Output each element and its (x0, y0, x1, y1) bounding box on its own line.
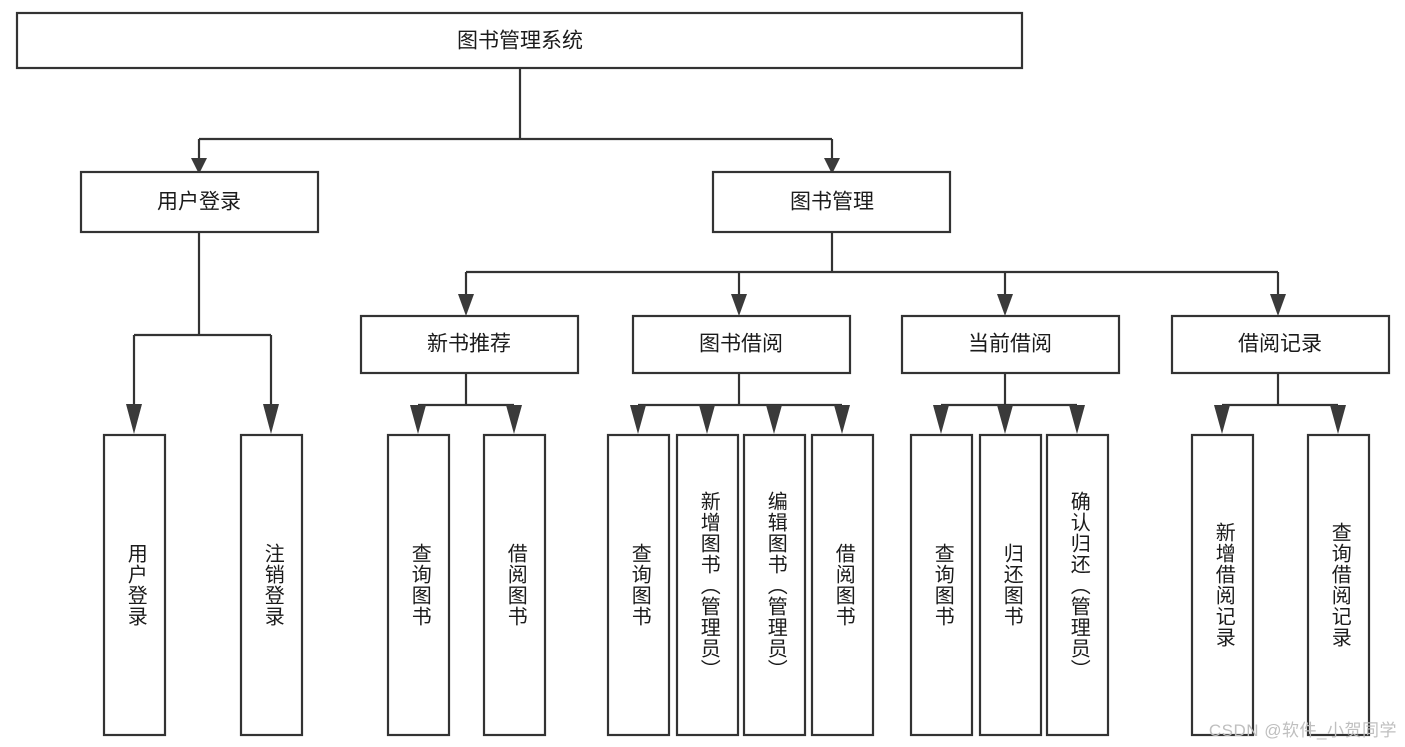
node-leaf-query-record-box[interactable] (1306, 433, 1371, 737)
node-leaf-add-record-box[interactable] (1190, 433, 1255, 737)
arrowhead-book-manage (824, 158, 840, 174)
arrowhead-leaf-add-record (1214, 405, 1230, 434)
node-book-borrow-box[interactable] (631, 314, 852, 375)
node-current-borrow-label: 当前借阅 (968, 333, 1052, 356)
node-book-manage-box[interactable] (711, 170, 952, 234)
node-leaf-add-book-box[interactable] (675, 433, 740, 737)
arrowhead-current-borrow (997, 294, 1013, 316)
node-user-login-box[interactable] (79, 170, 320, 234)
node-new-book-rec-box[interactable] (359, 314, 580, 375)
node-borrow-record-box[interactable] (1170, 314, 1391, 375)
node-new-book-rec-label: 新书推荐 (427, 333, 511, 356)
node-borrow-record[interactable]: 借阅记录 (1170, 314, 1391, 375)
node-root[interactable]: 图书管理系统 (15, 11, 1024, 70)
arrowhead-book-borrow (731, 294, 747, 316)
node-user-login[interactable]: 用户登录 (79, 170, 320, 234)
arrowhead-leaf-return-book (997, 405, 1013, 434)
arrowhead-new-book-rec (458, 294, 474, 316)
arrowhead-leaf-borrow-book-2 (834, 405, 850, 434)
arrowhead-leaf-confirm-return (1069, 405, 1085, 434)
node-leaf-return-book-box[interactable] (978, 433, 1043, 737)
arrowhead-leaf-query-record (1330, 405, 1346, 434)
node-borrow-record-label: 借阅记录 (1238, 333, 1322, 356)
arrowhead-leaf-query-book-2 (630, 405, 646, 434)
node-leaf-query-book-1-box[interactable] (386, 433, 451, 737)
watermark: CSDN @软件_小贺同学 (1208, 721, 1397, 740)
arrowhead-leaf-user-logout (263, 404, 279, 434)
node-current-borrow[interactable]: 当前借阅 (900, 314, 1121, 375)
node-book-manage[interactable]: 图书管理 (711, 170, 952, 234)
connectors (126, 68, 1346, 434)
node-root-box[interactable] (15, 11, 1024, 70)
node-book-borrow[interactable]: 图书借阅 (631, 314, 852, 375)
node-user-login-label: 用户登录 (157, 191, 241, 214)
arrowhead-leaf-borrow-book-1 (506, 405, 522, 434)
node-current-borrow-box[interactable] (900, 314, 1121, 375)
arrowhead-user-login (191, 158, 207, 174)
node-leaf-edit-book-box[interactable] (742, 433, 807, 737)
node-leaf-query-book-3-box[interactable] (909, 433, 974, 737)
arrowhead-leaf-edit-book (766, 405, 782, 434)
node-root-label: 图书管理系统 (457, 30, 583, 53)
arrowhead-leaf-query-book-1 (410, 405, 426, 434)
node-book-borrow-label: 图书借阅 (699, 333, 783, 356)
arrowhead-leaf-query-book-3 (933, 405, 949, 434)
node-new-book-rec[interactable]: 新书推荐 (359, 314, 580, 375)
arrowhead-leaf-add-book (699, 405, 715, 434)
arrowhead-borrow-record (1270, 294, 1286, 316)
node-leaf-confirm-return-box[interactable] (1045, 433, 1110, 737)
node-leaf-borrow-book-1-box[interactable] (482, 433, 547, 737)
node-leaf-borrow-book-2-box[interactable] (810, 433, 875, 737)
node-leaf-user-logout-box[interactable] (239, 433, 304, 737)
arrowhead-leaf-user-login (126, 404, 142, 434)
node-leaf-query-book-2-box[interactable] (606, 433, 671, 737)
node-book-manage-label: 图书管理 (790, 191, 874, 214)
node-leaf-user-login-box[interactable] (102, 433, 167, 737)
